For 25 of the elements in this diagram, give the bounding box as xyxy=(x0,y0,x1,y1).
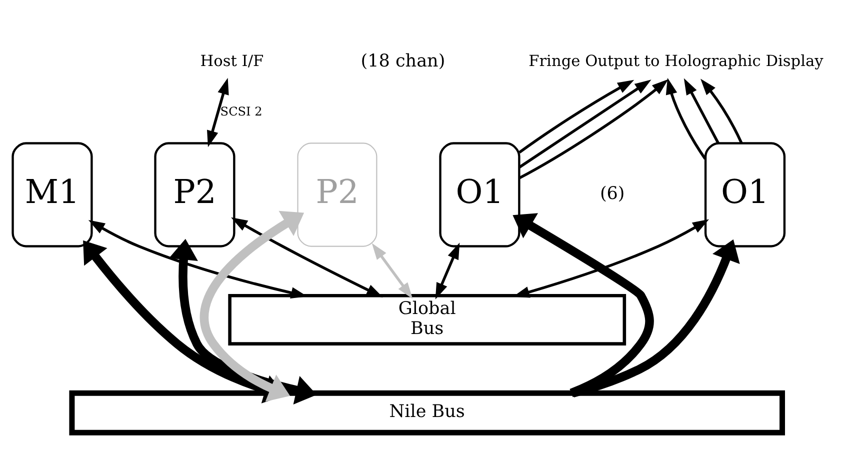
arrow xyxy=(512,213,654,398)
node-box: P2 xyxy=(297,142,378,247)
arrow xyxy=(684,78,720,144)
node-box: P2 xyxy=(154,142,236,248)
node-box: Nile Bus xyxy=(69,390,785,436)
node-box: M1 xyxy=(12,142,93,248)
arrow xyxy=(231,217,383,298)
node-box: O1 xyxy=(439,142,520,248)
arrow xyxy=(207,78,229,148)
arrow xyxy=(572,239,740,398)
node-text: Fringe Output to Holographic Display xyxy=(528,52,824,70)
arrow xyxy=(200,210,304,402)
label: (6) xyxy=(600,184,625,204)
arrow xyxy=(518,79,668,180)
node-text: Host I/F xyxy=(200,52,264,70)
arrow xyxy=(700,78,743,144)
arrow xyxy=(666,78,706,160)
arrow xyxy=(518,80,652,168)
arrow xyxy=(518,80,634,154)
node-box: O1 xyxy=(704,142,786,248)
arrow xyxy=(435,242,460,300)
node-box: Global Bus xyxy=(228,294,626,346)
edge-label: SCSI 2 xyxy=(220,104,262,119)
label: (18 chan) xyxy=(360,51,446,72)
arrow xyxy=(372,243,413,299)
